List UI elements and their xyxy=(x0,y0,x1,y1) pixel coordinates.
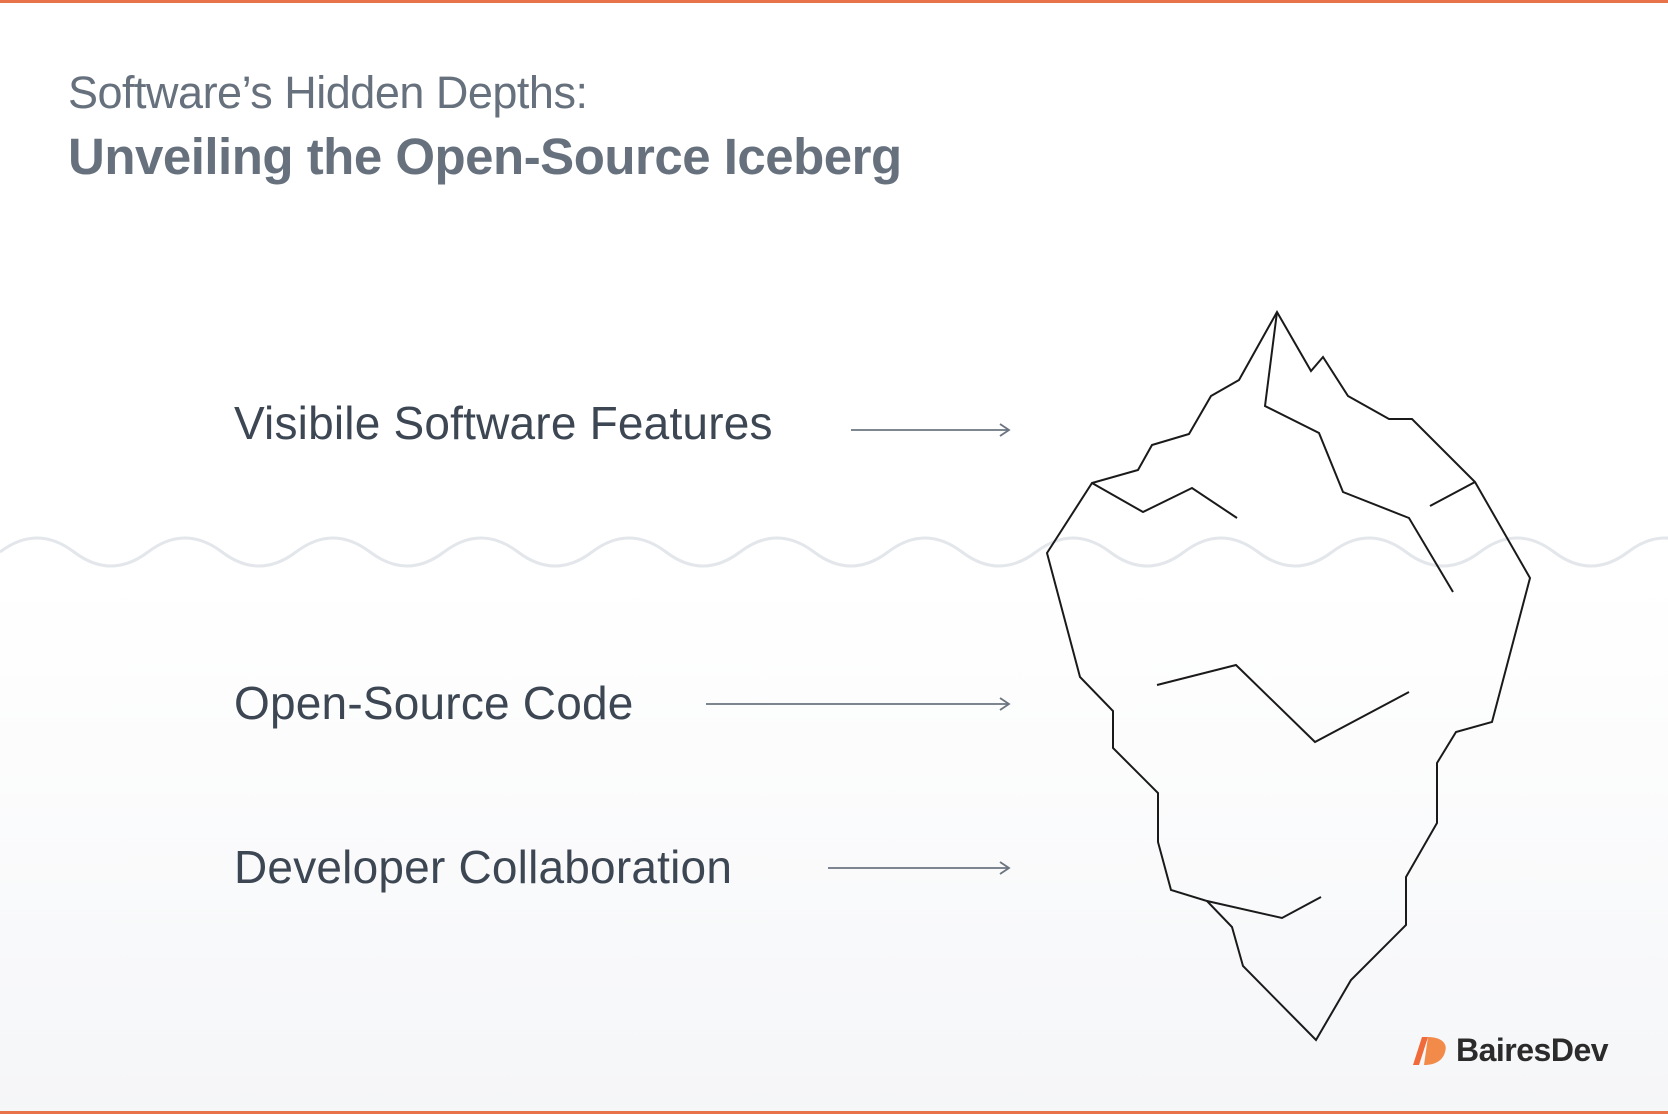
arrow-developer-collaboration xyxy=(828,861,1011,875)
arrow-visible-features xyxy=(851,423,1011,437)
page-subtitle: Software’s Hidden Depths: xyxy=(68,67,588,118)
waterline xyxy=(0,536,1668,568)
label-visible-features: Visibile Software Features xyxy=(234,397,773,449)
arrow-open-source-code xyxy=(706,697,1011,711)
bottom-accent-border xyxy=(0,1111,1668,1114)
page-title: Unveiling the Open-Source Iceberg xyxy=(68,128,902,185)
brand-name: BairesDev xyxy=(1456,1032,1609,1068)
page-heading: Software’s Hidden Depths: Unveiling the … xyxy=(68,62,902,190)
iceberg-outline xyxy=(1045,309,1532,1042)
bairesdev-logo-icon xyxy=(1413,1036,1446,1065)
label-developer-collaboration: Developer Collaboration xyxy=(234,841,733,893)
top-accent-border xyxy=(0,0,1668,3)
brand-logo: BairesDev xyxy=(1412,1032,1609,1069)
label-open-source-code: Open-Source Code xyxy=(234,677,634,729)
